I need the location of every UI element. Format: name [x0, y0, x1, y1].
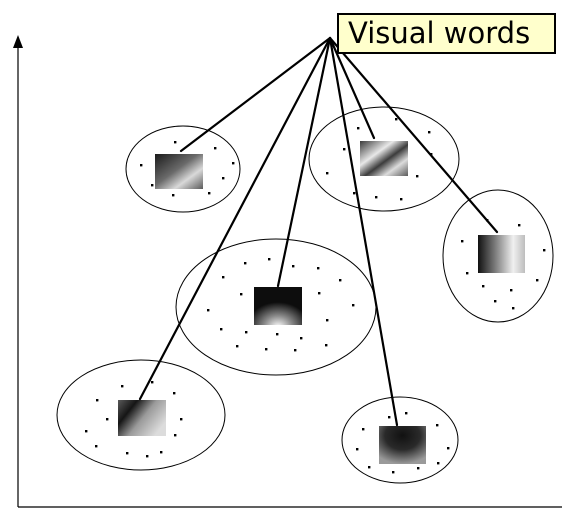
connector-lines: [138, 36, 499, 427]
y-axis-arrowhead: [13, 35, 23, 48]
connector-line-2: [328, 36, 376, 140]
cluster-ellipse-2: [308, 106, 460, 212]
patch-5: [118, 400, 166, 436]
patch-1: [155, 154, 203, 189]
connector-line-3: [328, 36, 499, 234]
connector-line-1: [179, 36, 332, 153]
patch-2: [360, 141, 408, 176]
cluster-ellipse-6: [341, 396, 459, 484]
cluster-ellipse-5: [56, 359, 226, 471]
cluster-ellipse-3: [442, 189, 554, 323]
patch-3: [478, 235, 525, 273]
patch-6: [379, 426, 426, 464]
visual-words-label: Visual words: [337, 13, 556, 54]
connector-line-4: [276, 36, 332, 288]
connector-line-6: [328, 36, 399, 427]
connector-line-5: [138, 36, 332, 401]
cluster-ellipse-1: [125, 125, 241, 213]
feature-points: [85, 118, 546, 474]
patch-4: [254, 287, 302, 325]
